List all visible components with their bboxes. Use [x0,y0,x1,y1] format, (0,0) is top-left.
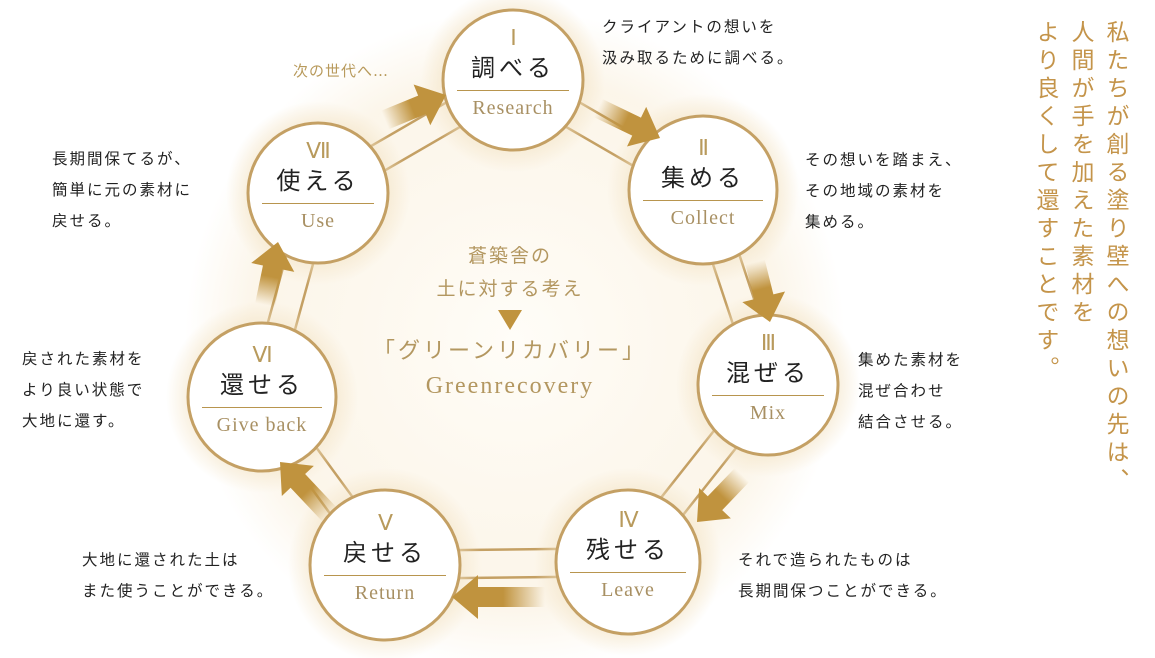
step-node-6: Ⅵ 還せる Give back [198,343,326,438]
step-title-en: Mix [749,402,787,424]
step-numeral: Ⅲ [760,330,776,355]
center-line-2: 土に対する考え [436,278,584,300]
step-title-jp: 残せる [586,536,670,564]
step-circle-2 [627,114,779,266]
step-numeral: Ⅳ [618,507,638,532]
step-node-5: Ⅴ 戻せる Return [320,511,450,606]
flow-arrow-icon [742,259,786,323]
description-line: 大地に還す。 [22,412,126,430]
arrow-shape [452,575,545,619]
description-line: 汲み取るために調べる。 [602,49,795,67]
step-title-jp: 混ぜる [726,359,810,387]
step-numeral: Ⅰ [510,25,517,50]
step-title-en: Collect [670,207,736,229]
step-numeral: Ⅴ [377,510,393,535]
center-line-1: 蒼築舎の [467,245,552,267]
step-node-7: Ⅶ 使える Use [258,139,378,234]
arrow-shape [251,241,295,308]
step-numeral: Ⅶ [306,138,331,163]
step-description-3: 集めた素材を混ぜ合わせ結合させる。 [858,345,963,438]
arrow-shape [742,259,786,323]
tagline-line-3: より良くして還すことです。 [1032,20,1058,384]
arrow-shape [593,98,660,147]
flow-arrow-icon [593,98,660,147]
description-line: 長期間保つことができる。 [738,582,948,600]
flow-arrow-icon [452,575,545,619]
description-line: 戻された素材を [22,350,145,368]
flow-arrow-icon [381,84,447,130]
arrow-shape [696,468,750,523]
step-title-en: Give back [216,414,308,436]
step-divider [202,407,322,408]
step-circle-5 [308,488,462,642]
step-divider [570,572,686,573]
description-line: 集める。 [805,213,876,231]
step-node-3: Ⅲ 混ぜる Mix [708,331,828,426]
down-triangle-icon [498,310,522,330]
tagline-line-2: 人間が手を加えた素材を [1067,20,1093,328]
description-line: 簡単に元の素材に [52,181,193,199]
tagline-line-1: 私たちが創る塗り壁への想いの先は、 [1102,20,1128,496]
step-numeral: Ⅵ [252,342,272,367]
arrow-shape [381,84,447,130]
flow-arrow-icon [251,241,295,308]
description-line: クライアントの想いを [602,18,777,36]
step-description-2: その想いを踏まえ、その地域の素材を集める。 [805,145,963,238]
step-description-7: 長期間保てるが、簡単に元の素材に戻せる。 [52,144,192,237]
step-node-2: Ⅱ 集める Collect [639,136,767,231]
concept-title-en: Greenrecovery [425,373,595,399]
step-circle-4 [554,488,702,636]
center-concept: 蒼築舎の 土に対する考え 「グリーンリカバリー」 Greenrecovery [360,240,660,404]
step-numeral: Ⅱ [698,135,709,160]
description-line: 戻せる。 [52,212,123,230]
description-line: それで造られたものは [738,551,913,569]
step-title-jp: 使える [276,167,360,195]
arrow-shape [279,461,338,522]
flow-arrow-icon [279,461,338,522]
description-line: より良い状態で [22,381,145,399]
description-line: 長期間保てるが、 [52,150,192,168]
step-circle-6 [186,321,338,473]
step-title-jp: 戻せる [343,539,427,567]
step-title-jp: 集める [661,164,745,192]
step-divider [324,575,446,576]
step-description-1: クライアントの想いを汲み取るために調べる。 [602,12,795,74]
step-description-6: 戻された素材をより良い状態で大地に還す。 [22,344,145,437]
step-title-en: Leave [601,579,655,601]
step-title-jp: 還せる [220,371,304,399]
step-divider [457,90,569,91]
description-line: 大地に還された土は [82,551,240,569]
step-node-4: Ⅳ 残せる Leave [566,508,690,603]
description-line: その地域の素材を [805,182,946,200]
step-divider [262,203,374,204]
description-line: 結合させる。 [858,413,964,431]
step-title-jp: 調べる [471,54,555,82]
step-description-4: それで造られたものは長期間保つことができる。 [738,545,948,607]
flow-arrow-icon [696,468,750,523]
step-title-en: Use [300,210,336,232]
description-line: 混ぜ合わせ [858,382,946,400]
step-node-1: Ⅰ 調べる Research [453,26,573,121]
next-generation-label: 次の世代へ… [293,62,390,80]
step-circle-7 [246,121,390,265]
description-line: また使うことができる。 [82,582,275,600]
step-divider [643,200,763,201]
description-line: 集めた素材を [858,351,964,369]
step-circle-1 [441,8,585,152]
concept-title-jp: 「グリーンリカバリー」 [373,339,647,364]
step-title-en: Research [472,97,554,119]
step-divider [712,395,824,396]
step-title-en: Return [354,582,416,604]
step-description-5: 大地に還された土はまた使うことができる。 [82,545,274,607]
description-line: その想いを踏まえ、 [805,151,963,169]
